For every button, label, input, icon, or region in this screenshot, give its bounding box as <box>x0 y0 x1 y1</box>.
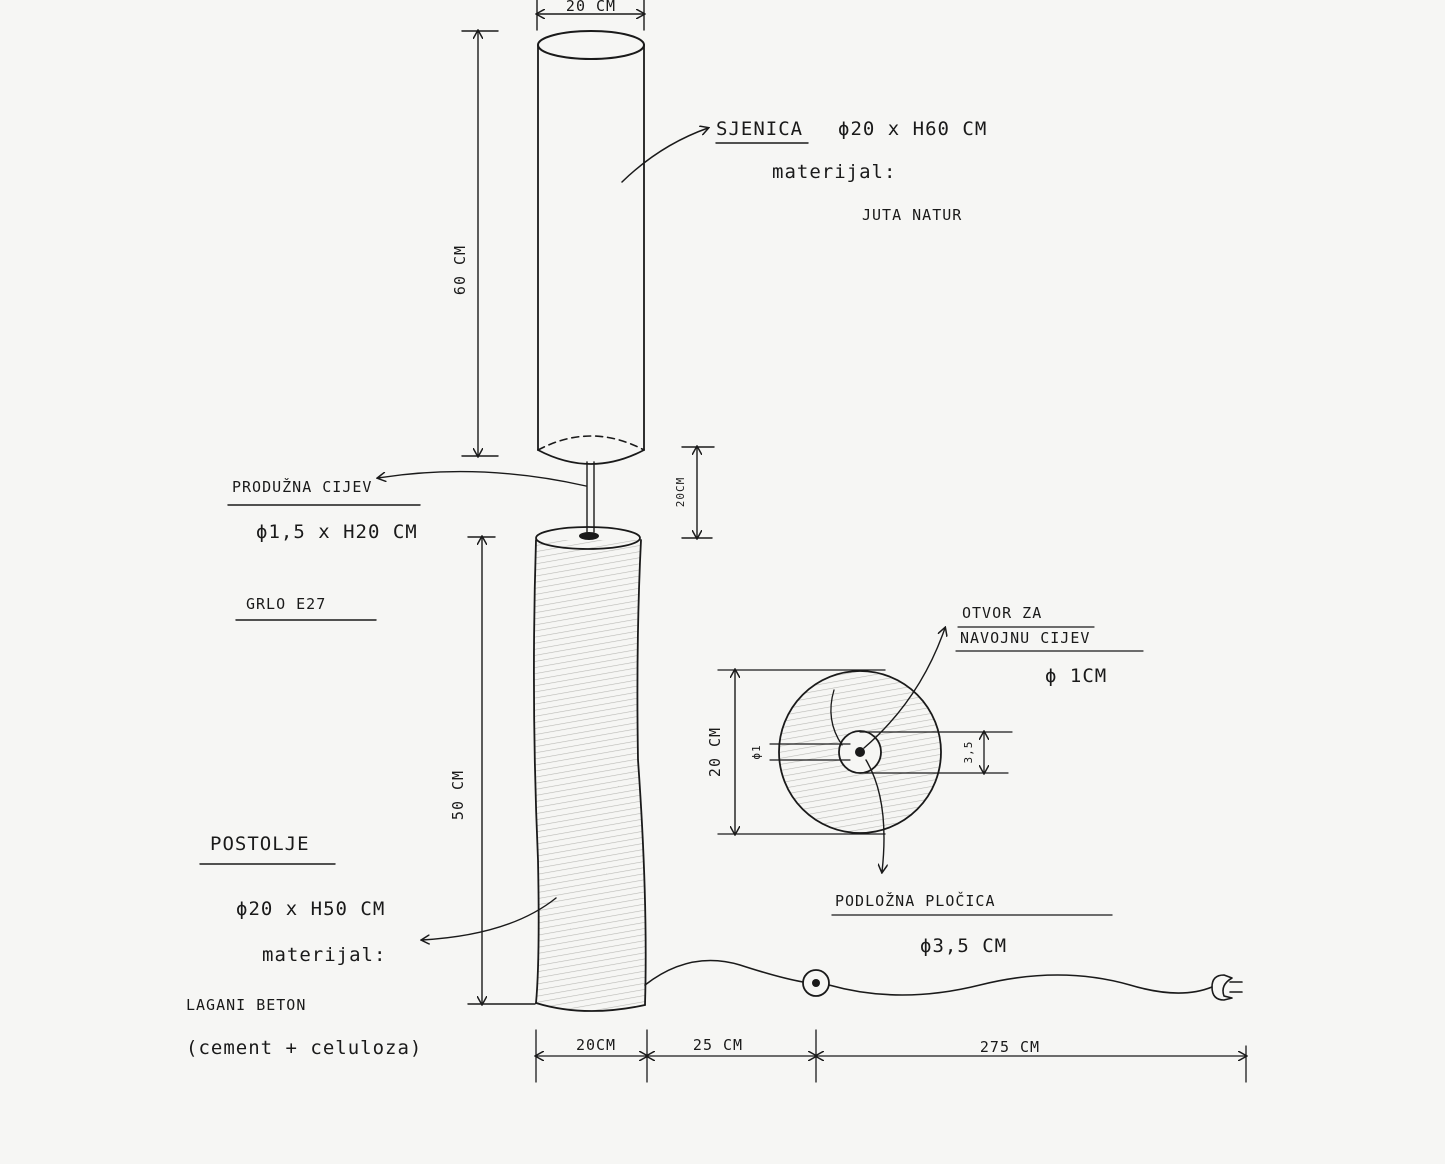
stand-annotation: POSTOLJE ϕ20 x H50 CM materijal: LAGANI … <box>186 833 557 1059</box>
shade-height-dimension: 60 CM <box>451 31 499 456</box>
extension-tube-height-label: 20CM <box>674 477 687 508</box>
shade-cylinder <box>537 30 645 465</box>
base-plate-diameter-label: 20 CM <box>706 727 724 777</box>
stand-width-label: 20CM <box>576 1036 616 1054</box>
hole-title-line2: NAVOJNU CIJEV <box>960 629 1090 647</box>
plug-icon <box>1211 974 1243 1001</box>
extension-tube-height-dimension: 20CM <box>674 447 715 538</box>
shade-material-label: materijal: <box>772 161 896 183</box>
shade-width-label: 20 CM <box>566 0 616 15</box>
stand-height-dimension: 50 CM <box>449 537 536 1004</box>
stand-material-line1: LAGANI BETON <box>186 996 306 1014</box>
stand-material-label: materijal: <box>262 944 386 966</box>
shade-material: JUTA NATUR <box>862 206 962 224</box>
shade-spec: ϕ20 x H60 CM <box>838 118 987 140</box>
shade-height-label: 60 CM <box>451 245 469 295</box>
to-switch-label: 25 CM <box>693 1036 743 1054</box>
shade-annotation: SJENICA ϕ20 x H60 CM materijal: JUTA NAT… <box>621 118 987 224</box>
extension-tube-title: PRODUŽNA CIJEV <box>232 477 372 496</box>
base-plate-annotation: PODLOŽNA PLOČICA ϕ3,5 CM <box>831 759 1113 957</box>
base-plate-inner-dim-label: 3,5 <box>962 741 975 764</box>
stand-post <box>533 526 647 1012</box>
stand-title: POSTOLJE <box>210 833 310 855</box>
base-plate-spec: ϕ3,5 CM <box>920 935 1007 957</box>
extension-tube <box>586 461 595 533</box>
socket-annotation: GRLO E27 <box>235 595 377 621</box>
base-plate-title: PODLOŽNA PLOČICA <box>835 891 996 910</box>
base-plate-hole-annotation: OTVOR ZA NAVOJNU CIJEV ϕ 1CM <box>863 604 1144 749</box>
bottom-dimensions: 20CM 25 CM 275 CM <box>536 1029 1246 1083</box>
shade-title: SJENICA <box>716 118 803 140</box>
hole-spec: ϕ 1CM <box>1045 665 1107 687</box>
extension-tube-annotation: PRODUŽNA CIJEV ϕ1,5 x H20 CM <box>227 470 587 543</box>
stand-spec: ϕ20 x H50 CM <box>236 898 385 920</box>
power-cable <box>644 959 1243 1001</box>
stand-material-line2: (cement + celuloza) <box>186 1037 422 1059</box>
stand-height-label: 50 CM <box>449 770 467 820</box>
socket-label: GRLO E27 <box>246 595 326 613</box>
base-plate-small-dim-label: ϕ1 <box>750 744 763 759</box>
hole-title-line1: OTVOR ZA <box>962 604 1042 622</box>
extension-tube-spec: ϕ1,5 x H20 CM <box>256 521 418 543</box>
shade-width-dimension: 20 CM <box>537 0 644 31</box>
base-plate-topview <box>778 670 942 834</box>
base-plate-inner-dimensions: ϕ1 3,5 <box>750 732 1013 773</box>
base-plate-diameter-dimension: 20 CM <box>706 670 886 834</box>
switch-to-plug-label: 275 CM <box>980 1038 1040 1056</box>
